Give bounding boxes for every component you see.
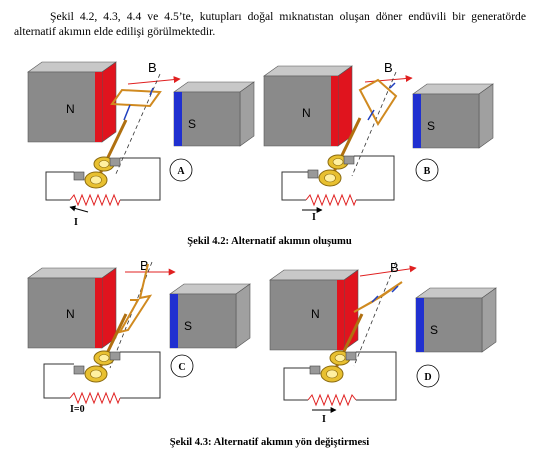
north-label: N — [66, 307, 75, 321]
load-resistor — [305, 193, 357, 207]
load-resistor — [69, 391, 121, 405]
south-label: S — [188, 117, 196, 131]
panel-letter: D — [424, 372, 431, 383]
rotation-axis — [351, 71, 397, 177]
figure-caption-4-2: Şekil 4.2: Alternatif akımın oluşumu — [187, 236, 352, 247]
south-label: S — [430, 323, 438, 337]
rotation-axis — [114, 73, 161, 177]
current-direction-arrow — [371, 295, 379, 303]
south-magnet — [173, 81, 255, 147]
panel-letter-badge — [415, 158, 439, 182]
field-arrow — [359, 265, 417, 277]
north-label: N — [311, 307, 320, 321]
north-label: N — [66, 102, 75, 116]
field-arrow — [127, 76, 181, 85]
south-magnet — [415, 287, 497, 353]
current-direction-arrow — [123, 104, 131, 121]
external-circuit — [45, 171, 74, 201]
external-circuit — [43, 363, 74, 399]
current-label: I=0 — [70, 404, 85, 415]
panel-a: N S B I A — [27, 60, 255, 228]
armature-coil — [110, 88, 162, 108]
field-label: B — [390, 260, 399, 275]
external-circuit — [281, 171, 308, 201]
panel-letter: C — [178, 362, 185, 373]
rotation-axis — [353, 261, 397, 367]
panel-d: N S B I D — [269, 260, 497, 425]
panel-letter: B — [424, 166, 431, 177]
figure-caption-4-3: Şekil 4.3: Alternatif akımın yön değişti… — [169, 437, 370, 448]
current-label: I — [312, 212, 316, 223]
load-resistor — [69, 193, 121, 207]
field-label: B — [384, 60, 393, 75]
field-label: B — [148, 60, 157, 75]
panel-letter-badge — [169, 158, 193, 182]
current-direction-arrow — [389, 82, 396, 89]
field-label: B — [140, 258, 149, 273]
current-label: I — [322, 414, 326, 425]
current-arrow — [69, 205, 89, 213]
external-circuit — [283, 367, 310, 401]
field-arrow — [364, 75, 413, 83]
south-magnet — [169, 283, 251, 349]
rotation-axis — [109, 261, 153, 369]
intro-paragraph: Şekil 4.2, 4.3, 4.4 ve 4.5’te, kutupları… — [14, 10, 526, 38]
panel-letter-badge — [170, 354, 194, 378]
panel-letter: A — [177, 166, 185, 177]
panel-b: N S B I B — [263, 60, 494, 223]
south-magnet — [412, 83, 494, 149]
armature-coil — [117, 263, 153, 334]
panel-c: N S B I=0 C — [27, 258, 251, 415]
north-label: N — [302, 106, 311, 120]
current-label: I — [74, 217, 78, 228]
south-label: S — [184, 319, 192, 333]
load-resistor — [307, 393, 357, 407]
south-label: S — [427, 119, 435, 133]
panel-letter-badge — [416, 364, 440, 388]
